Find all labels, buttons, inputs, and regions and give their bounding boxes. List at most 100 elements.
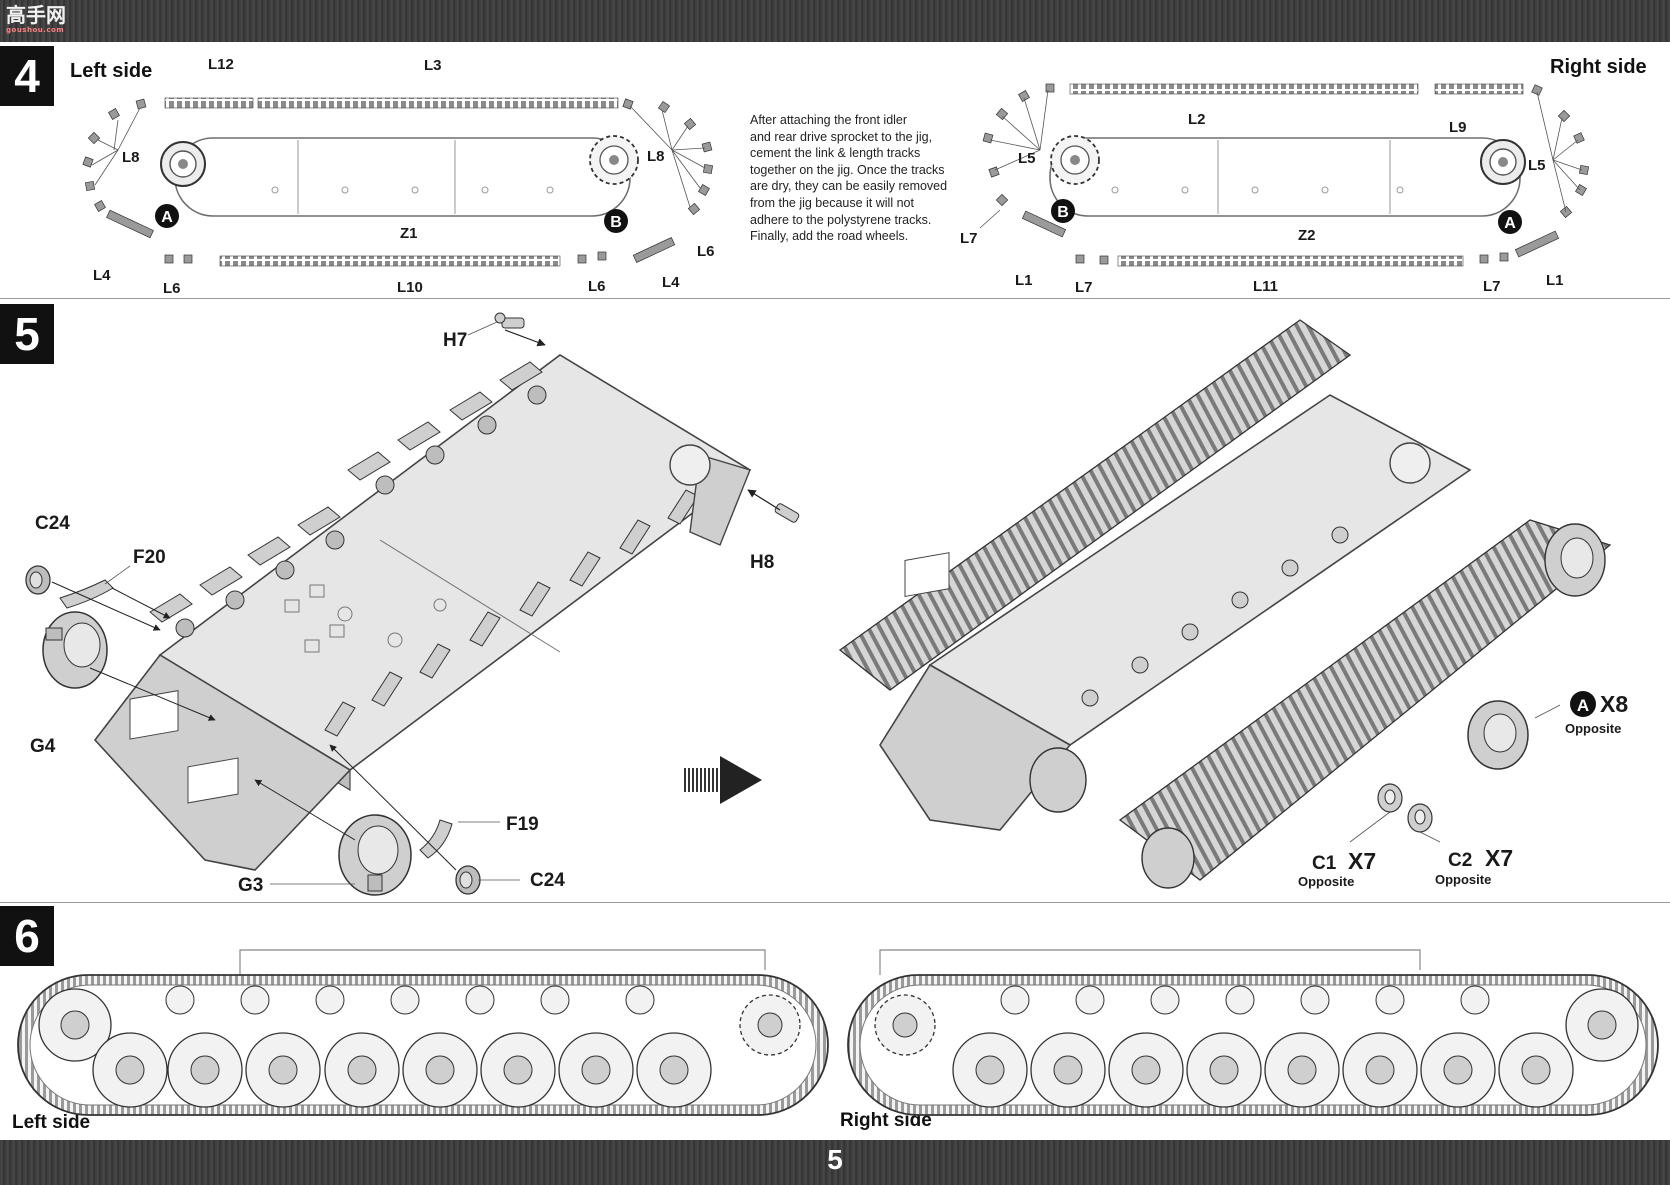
step-4-instruction-note: After attaching the front idler and rear… [750, 112, 970, 245]
label-c1-opposite: Opposite [1298, 874, 1354, 889]
label-l8-right: L8 [647, 148, 665, 165]
label-l6-right: L6 [588, 278, 606, 295]
step-4-left-title: Left side [70, 60, 153, 82]
label-l12: L12 [208, 56, 234, 73]
proceed-arrow [684, 756, 762, 804]
marker-a-text: A [1577, 696, 1589, 715]
label-c24-top: C24 [35, 513, 70, 534]
label-c1-qty: X7 [1348, 848, 1376, 874]
label-c24-bottom: C24 [530, 870, 565, 891]
single-links-left [982, 83, 1109, 265]
label-a-opposite: Opposite [1565, 721, 1621, 736]
marker-b-text: B [1057, 204, 1069, 221]
label-l6-left: L6 [163, 280, 181, 297]
marker-b [604, 209, 628, 233]
label-l11: L11 [1253, 278, 1278, 295]
step-6-left-caption: Left side [12, 1112, 91, 1133]
label-l5-left: L5 [1018, 150, 1036, 167]
note-line: from the jig because it will not [750, 195, 914, 210]
label-l5-right: L5 [1528, 157, 1546, 174]
jig-z2 [1049, 137, 1521, 217]
label-h7: H7 [443, 330, 467, 351]
step-5-number: 5 [0, 304, 54, 364]
part-h7 [494, 312, 525, 329]
track-length-l3 [257, 97, 619, 109]
label-l6-far: L6 [697, 243, 715, 260]
far-track [838, 319, 1352, 691]
note-line: together on the jig. Once the tracks [750, 162, 945, 177]
label-c2-opposite: Opposite [1435, 872, 1491, 887]
label-l3: L3 [424, 57, 442, 74]
step-5-hull-with-tracks: A X8 Opposite C1 X7 Opposite C2 X7 Oppos… [838, 319, 1628, 889]
marker-a-text: A [161, 209, 173, 226]
track-length-l11 [1117, 255, 1464, 267]
wheel-c1 [1377, 783, 1403, 813]
label-l7-left: L7 [1075, 279, 1093, 296]
divider-step-4-5 [0, 298, 1670, 299]
label-f19: F19 [506, 814, 539, 835]
label-z2: Z2 [1298, 227, 1316, 244]
label-l1-right: L1 [1546, 272, 1564, 289]
wheel-c2 [1407, 803, 1433, 833]
single-links-right [577, 98, 714, 264]
step-6-right-side-view [847, 949, 1659, 1116]
watermark-main: 高手网 [6, 3, 66, 27]
label-c1: C1 [1312, 853, 1337, 874]
step-5-hull-exploded: H7 H8 C24 F20 G4 G3 F19 C24 [25, 312, 800, 896]
step-6-left-side-view [17, 949, 829, 1116]
part-g4 [42, 611, 108, 689]
label-l4-right: L4 [662, 274, 680, 291]
label-g4: G4 [30, 736, 56, 757]
road-wheel-a [1467, 700, 1529, 770]
note-line: After attaching the front idler [750, 113, 908, 127]
track-length-l10 [219, 255, 561, 267]
track-length-l9 [1434, 83, 1524, 95]
label-l1-left: L1 [1015, 272, 1033, 289]
marker-a-text: A [1504, 215, 1516, 232]
label-z1: Z1 [400, 225, 418, 242]
part-h8 [774, 503, 800, 523]
label-a-qty: X8 [1600, 691, 1628, 717]
marker-b [1051, 199, 1075, 223]
label-l7-right: L7 [1483, 278, 1501, 295]
marker-a [1498, 210, 1522, 234]
part-g3 [338, 814, 412, 896]
track-length-l2 [1069, 83, 1419, 95]
track-length-l12 [164, 97, 254, 109]
watermark-sub: goushou.com [6, 26, 65, 34]
label-f20: F20 [133, 547, 166, 568]
step-4-right-title: Right side [1550, 56, 1647, 78]
step-6-number: 6 [0, 906, 54, 966]
marker-b-text: B [610, 214, 622, 231]
note-line: Finally, add the road wheels. [750, 229, 909, 244]
label-l2: L2 [1188, 111, 1206, 128]
label-l7-far: L7 [960, 230, 978, 247]
page-number: 5 [827, 1144, 843, 1175]
step-4-left-assembly: A B [82, 56, 715, 297]
step-4-number: 4 [0, 46, 54, 106]
part-f19 [419, 819, 453, 859]
note-line: and rear drive sprocket to the jig, [750, 129, 933, 144]
label-h8: H8 [750, 552, 774, 573]
note-line: are dry, they can be easily removed [750, 179, 948, 194]
bottom-scan-band [0, 1140, 1670, 1185]
single-links-left [82, 98, 193, 264]
label-g3: G3 [238, 875, 263, 896]
top-scan-band [0, 0, 1670, 42]
label-l10: L10 [397, 279, 423, 296]
watermark-logo: 高手网 goushou.com [6, 4, 68, 38]
jig-z1 [174, 137, 631, 217]
step-4-right-assembly: B A [960, 83, 1590, 296]
marker-a [1570, 691, 1596, 717]
part-c24-top [25, 565, 51, 595]
label-c2-qty: X7 [1485, 845, 1513, 871]
label-c2: C2 [1448, 850, 1472, 871]
part-f20 [59, 579, 114, 609]
label-l9: L9 [1449, 119, 1467, 136]
part-c24-bottom [455, 865, 481, 895]
label-l8-left: L8 [122, 149, 140, 166]
note-line: cement the link & length tracks [750, 146, 921, 161]
divider-step-5-6 [0, 902, 1670, 903]
note-line: adhere to the polystyrene tracks. [750, 212, 932, 227]
